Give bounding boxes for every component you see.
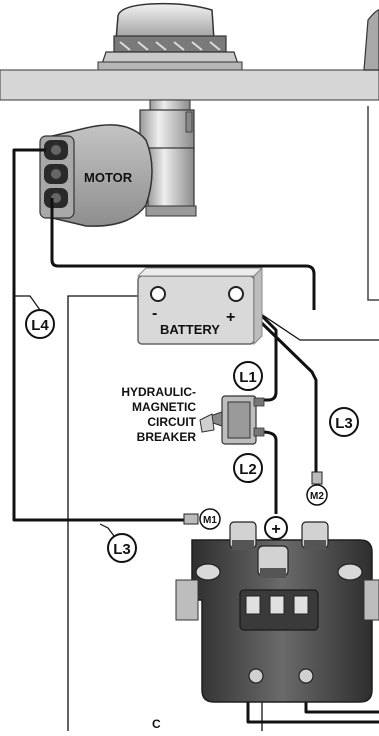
windlass-shaft: [139, 99, 197, 217]
motor-terminal-bottom: [44, 188, 68, 208]
solenoid-post-left: [229, 521, 257, 550]
solenoid-control-terminals: [245, 595, 309, 615]
battery-label: BATTERY: [160, 322, 220, 337]
breaker-label-line1: HYDRAULIC-: [121, 385, 196, 399]
label-c: C: [152, 717, 161, 731]
circuit-breaker: [199, 395, 265, 445]
battery-positive-sign: +: [226, 309, 235, 326]
breaker-label-line4: BREAKER: [137, 430, 197, 444]
cable-badge-l4: L4: [14, 295, 55, 339]
cable-label-l3-left: L3: [113, 541, 131, 558]
deck-plate: [0, 69, 379, 101]
solenoid-plus-marker: +: [264, 516, 288, 540]
cable-badge-l3-right: L3: [329, 407, 359, 437]
wire-l3-right: [232, 294, 318, 480]
cable-badge-l2: L2: [233, 453, 263, 483]
wire-motor-to-battery: [50, 198, 316, 310]
cable-label-l3-right: L3: [335, 415, 353, 432]
cable-label-l4: L4: [31, 317, 49, 334]
terminal-label-m1: M1: [203, 515, 217, 526]
cable-label-l2: L2: [239, 461, 257, 478]
wire-l1: [238, 292, 278, 402]
battery-negative-sign: -: [152, 305, 157, 322]
second-unit: [363, 9, 379, 301]
battery-negative-terminal: [150, 286, 166, 302]
solenoid-plus-sign: +: [271, 521, 280, 538]
wire-l4: [12, 148, 188, 522]
solenoid-post-center: [257, 545, 289, 578]
terminal-tag-m1: M1: [183, 508, 221, 530]
wire-l2: [261, 430, 278, 514]
motor-terminal-top: [44, 140, 68, 160]
motor-label: MOTOR: [84, 170, 133, 185]
cable-label-l1: L1: [239, 369, 257, 386]
wire-c: [67, 295, 140, 731]
battery: [136, 266, 264, 346]
breaker-label-line3: CIRCUIT: [147, 415, 196, 429]
windlass-top: [97, 2, 243, 71]
cable-badge-l3-left: L3: [99, 523, 137, 563]
breaker-label-line2: MAGNETIC: [132, 400, 196, 414]
terminal-label-m2: M2: [310, 491, 324, 502]
battery-positive-terminal: [228, 286, 244, 302]
solenoid-post-right: [301, 521, 329, 550]
motor-terminal-middle: [44, 164, 68, 184]
cable-badge-l1: L1: [233, 361, 263, 391]
terminal-tag-m2: M2: [306, 471, 328, 506]
